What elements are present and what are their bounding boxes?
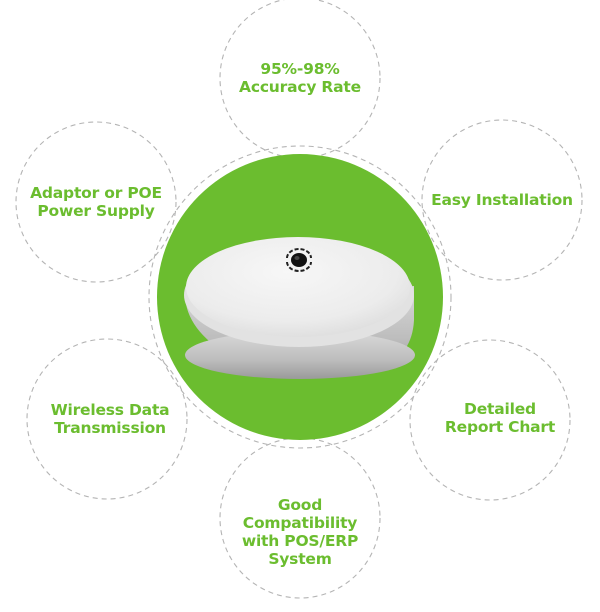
feature-report-chart: Detailed Report Chart [420,338,580,498]
feature-easy-installation: Easy Installation [422,120,582,280]
sensor-lens-icon [286,248,312,272]
feature-compatibility: Good Compatibility with POS/ERP System [220,452,380,612]
feature-power-supply: Adaptor or POE Power Supply [16,122,176,282]
feature-easy-installation-label: Easy Installation [431,191,573,209]
feature-accuracy: 95%-98% Accuracy Rate [220,0,380,158]
dashed-circle-top-left [15,121,177,283]
feature-report-chart-label: Detailed Report Chart [444,400,556,436]
dashed-ring-center [148,145,452,449]
feature-accuracy-label: 95%-98% Accuracy Rate [239,60,361,96]
feature-wireless-transmission-label: Wireless Data Transmission [50,401,170,437]
dashed-circle-top [219,0,381,159]
dashed-circle-bottom-right [409,339,571,501]
feature-power-supply-label: Adaptor or POE Power Supply [30,184,162,220]
feature-wireless-transmission: Wireless Data Transmission [30,339,190,499]
dashed-circle-bottom [219,437,381,599]
dashed-circle-top-right [421,119,583,281]
feature-compatibility-label: Good Compatibility with POS/ERP System [241,496,359,568]
ceiling-sensor-device-icon [184,237,415,379]
dashed-circle-bottom-left [26,338,188,500]
